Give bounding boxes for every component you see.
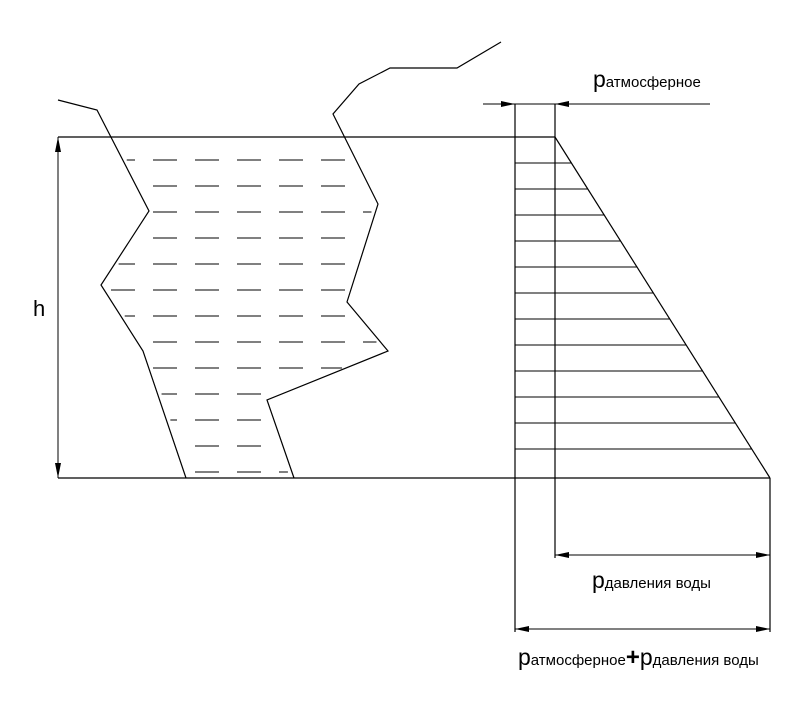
vessel-right-wall: [266, 41, 502, 479]
total-arrow-left: [515, 626, 529, 632]
height-arrow-top: [55, 137, 61, 152]
pressure-slope-line: [554, 136, 771, 479]
pressure-hatching: [515, 162, 752, 450]
total-arrow-right: [756, 626, 770, 632]
pressure-diagram: pатмосферное pдавления воды pатмосферное…: [483, 66, 771, 671]
vessel-left-wall: [57, 99, 187, 479]
atm-label: pатмосферное: [593, 66, 701, 92]
water-dashes: [111, 159, 377, 473]
height-label: h: [33, 296, 45, 321]
total-pressure-label: pатмосферное+pдавления воды: [518, 644, 759, 671]
water-arrow-right: [756, 552, 770, 558]
atm-arrow-right: [555, 101, 569, 107]
water-pressure-label: pдавления воды: [592, 567, 711, 593]
height-arrow-bottom: [55, 463, 61, 478]
water-arrow-left: [555, 552, 569, 558]
atm-arrow-left: [501, 101, 515, 107]
